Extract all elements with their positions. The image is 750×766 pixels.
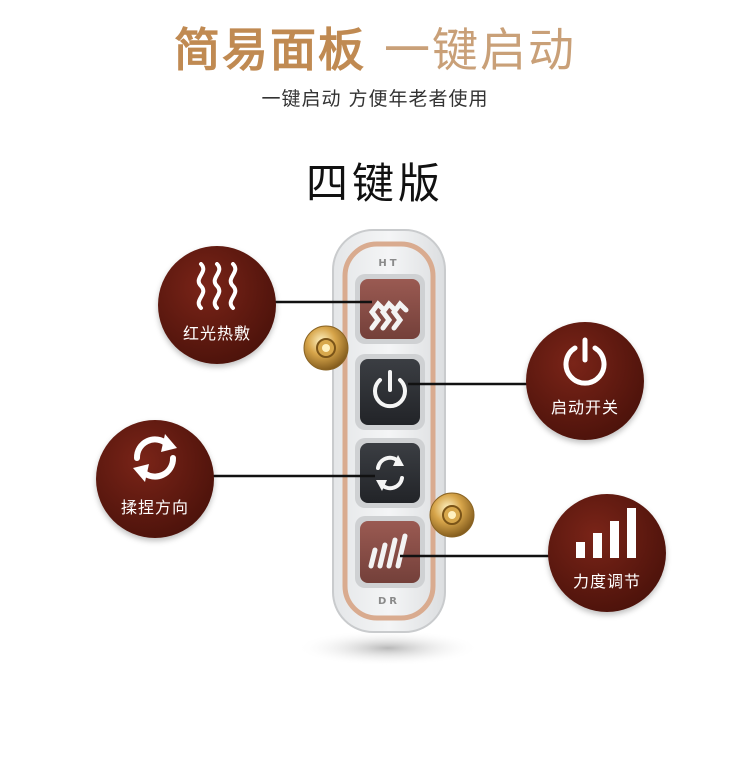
- heat-callout: 红光热敷: [158, 246, 276, 364]
- rotate-arrows-icon: [376, 455, 404, 491]
- heat-callout-label: 红光热敷: [182, 324, 251, 343]
- direction-button[interactable]: [355, 438, 425, 508]
- page-title: 简易面板一键启动: [0, 14, 750, 80]
- power-symbol-icon: [373, 370, 407, 409]
- power-callout: 启动开关: [526, 322, 644, 440]
- heat-waves-icon: [196, 262, 238, 310]
- strength-callout-label: 力度调节: [572, 572, 641, 591]
- power-icon: [563, 337, 607, 386]
- signal-bars-icon: [576, 508, 636, 558]
- left-screw: [303, 325, 349, 371]
- rotate-arrows-icon: [133, 434, 177, 482]
- top-marking: HT: [378, 258, 399, 269]
- title-accent: 一键启动: [384, 23, 576, 77]
- power-button[interactable]: [355, 354, 425, 430]
- strength-button[interactable]: [355, 516, 425, 588]
- power-callout-label: 启动开关: [550, 398, 619, 417]
- version-title: 四键版: [305, 159, 444, 208]
- bottom-marking: DR: [378, 596, 400, 607]
- right-screw: [429, 492, 475, 538]
- page-subtitle: 一键启动 方便年老者使用: [261, 88, 489, 110]
- title-main: 简易面板: [174, 23, 366, 77]
- heat-button[interactable]: [355, 274, 425, 344]
- panel-shadow: [296, 630, 480, 666]
- stripes-icon: [368, 533, 408, 569]
- direction-callout-label: 揉捏方向: [120, 498, 189, 517]
- heat-waves-icon: [368, 300, 409, 331]
- panel-border: [342, 241, 436, 621]
- strength-callout: 力度调节: [548, 494, 666, 612]
- direction-callout: 揉捏方向: [96, 420, 214, 538]
- leader-lines: [210, 300, 555, 558]
